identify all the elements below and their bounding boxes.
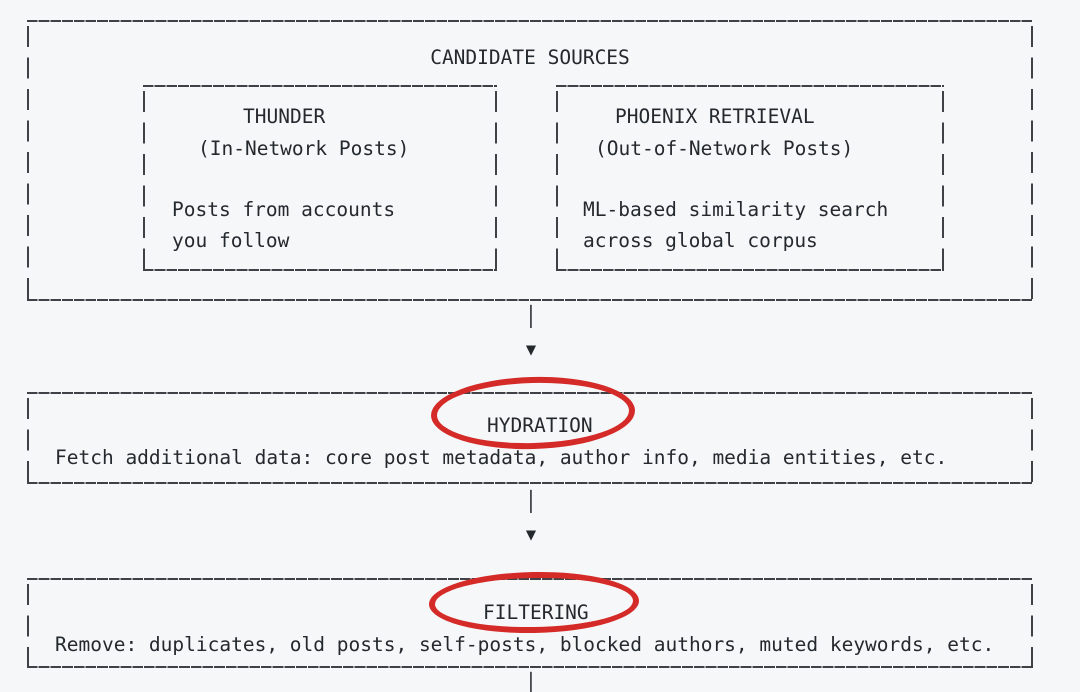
arrow-shaft: │ [525, 305, 537, 328]
arrow-shaft: │ [525, 490, 537, 513]
candidate-sources-title: CANDIDATE SOURCES [430, 46, 630, 69]
filtering-box: FILTERING Remove: duplicates, old posts,… [27, 578, 1033, 668]
candidate-sources-box: CANDIDATE SOURCES THUNDER (In-Network Po… [27, 20, 1033, 301]
hydration-box: HYDRATION Fetch additional data: core po… [27, 392, 1033, 484]
thunder-description-line-2: you follow [172, 229, 290, 252]
hydration-title: HYDRATION [487, 414, 593, 437]
filtering-title: FILTERING [483, 601, 589, 624]
thunder-box: THUNDER (In-Network Posts) Posts from ac… [143, 85, 497, 271]
hydration-description: Fetch additional data: core post metadat… [55, 446, 948, 469]
phoenix-retrieval-title: PHOENIX RETRIEVAL [615, 105, 815, 128]
phoenix-description-line-1: ML-based similarity search [583, 198, 889, 221]
thunder-description-line-1: Posts from accounts [172, 198, 396, 221]
flow-arrow-1: │▼ [506, 301, 556, 366]
phoenix-description-line-2: across global corpus [583, 229, 818, 252]
arrow-shaft: │ [525, 672, 537, 692]
arrowhead-down-icon: ▼ [525, 339, 537, 360]
flow-arrow-2: │▼ [506, 486, 556, 551]
thunder-subtitle: (In-Network Posts) [198, 137, 410, 160]
filtering-description: Remove: duplicates, old posts, self-post… [55, 633, 995, 656]
thunder-title: THUNDER [243, 105, 326, 128]
arrowhead-down-icon: ▼ [525, 524, 537, 545]
flow-arrow-bottom-stub: │ [506, 668, 556, 692]
phoenix-retrieval-subtitle: (Out-of-Network Posts) [595, 137, 854, 160]
phoenix-retrieval-box: PHOENIX RETRIEVAL (Out-of-Network Posts)… [556, 85, 944, 271]
